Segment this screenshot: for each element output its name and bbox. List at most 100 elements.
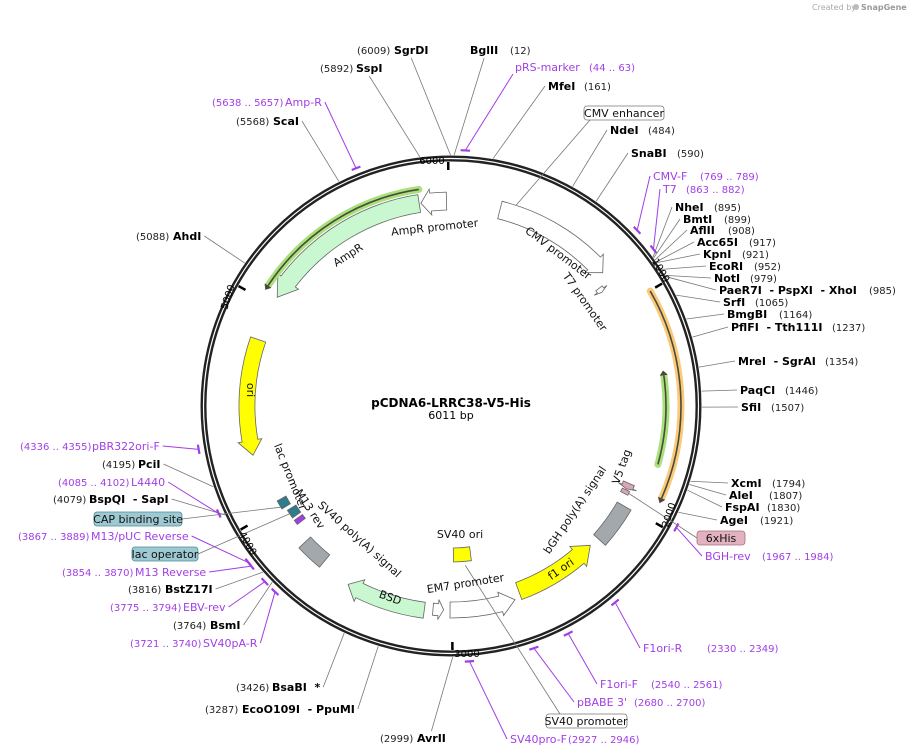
plasmid-name: pCDNA6-LRRC38-V5-His xyxy=(371,396,531,410)
primer-name[interactable]: pBABE 3' xyxy=(577,696,627,709)
f1-ori-arrow[interactable] xyxy=(515,544,591,601)
primer-name[interactable]: M13/pUC Reverse xyxy=(91,530,189,543)
primer-name[interactable]: L4440 xyxy=(131,476,165,489)
primer-range: (4336 .. 4355) xyxy=(20,442,92,453)
enzyme-site-name[interactable]: BstZ17I xyxy=(165,583,213,596)
enzyme-site-name[interactable]: PaeR7I - PspXI - XhoI xyxy=(719,284,857,297)
enzyme-site-name[interactable]: AleI xyxy=(729,489,753,502)
primer-binding-mark[interactable] xyxy=(460,149,471,152)
enzyme-site-name[interactable]: BmgBI xyxy=(727,308,767,321)
enzyme-site-name[interactable]: SspI xyxy=(356,62,382,75)
primer-name[interactable]: Amp-R xyxy=(285,96,322,109)
primer-name[interactable]: M13 Reverse xyxy=(135,566,206,579)
enzyme-site-name[interactable]: SfiI xyxy=(741,401,761,414)
m13-rev-shape[interactable] xyxy=(293,513,306,525)
enzyme-site-name[interactable]: BmtI xyxy=(683,213,712,226)
enzyme-site-name[interactable]: ScaI xyxy=(273,115,299,128)
enzyme-site-name[interactable]: AflII xyxy=(690,224,715,237)
lac-operator-shape[interactable] xyxy=(286,504,302,519)
t7-promoter-arrow[interactable] xyxy=(593,285,608,296)
primer-name[interactable]: SV40pro-F xyxy=(510,733,567,746)
small-promoter-arrow[interactable] xyxy=(432,599,445,620)
primer-name[interactable]: BGH-rev xyxy=(705,550,751,563)
primer-binding-mark[interactable] xyxy=(649,244,658,254)
enzyme-site-position: (590) xyxy=(677,149,704,160)
enzyme-site-name[interactable]: FspAI xyxy=(725,501,760,514)
enzyme-site-name[interactable]: EcoRI xyxy=(709,260,743,273)
enzyme-site-name[interactable]: AvrII xyxy=(417,732,446,745)
primer-name[interactable]: EBV-rev xyxy=(183,601,226,614)
primer-range: (769 .. 789) xyxy=(700,172,759,183)
enzyme-site-position: (4195) xyxy=(102,460,135,471)
primer-binding-mark[interactable] xyxy=(196,444,201,455)
ampr-orf-arc[interactable] xyxy=(264,185,423,290)
bgh-polya-shape[interactable] xyxy=(593,501,632,546)
his6-text: 6xHis xyxy=(706,532,737,545)
enzyme-site-name[interactable]: NdeI xyxy=(610,124,639,137)
primer-binding-mark[interactable] xyxy=(351,165,361,172)
enzyme-site-name[interactable]: MreI - SgrAI xyxy=(738,355,816,368)
primer-name[interactable]: pRS-marker xyxy=(515,61,580,74)
primer-binding-mark[interactable] xyxy=(633,226,642,235)
primer-binding-mark[interactable] xyxy=(247,562,255,571)
enzyme-site-name[interactable]: NheI xyxy=(675,201,704,214)
enzyme-site-name[interactable]: PciI xyxy=(138,458,160,471)
primer-binding-mark[interactable] xyxy=(528,645,539,651)
primer-binding-mark[interactable] xyxy=(464,659,475,663)
leader-line xyxy=(464,565,561,715)
enzyme-site-name[interactable]: PflFI - Tth111I xyxy=(731,321,823,334)
sv40-polya-shape[interactable] xyxy=(298,536,331,568)
primer-binding-mark[interactable] xyxy=(610,598,620,607)
sv40-ori-shape[interactable] xyxy=(452,546,472,563)
primer-name[interactable]: SV40pA-R xyxy=(203,637,258,650)
lrrc38-cds-arc[interactable] xyxy=(646,287,685,504)
leader-line xyxy=(654,229,688,261)
leader-line xyxy=(656,253,701,263)
primer-name[interactable]: CMV-F xyxy=(653,170,687,183)
leader-line xyxy=(515,119,591,206)
v5-tag-shape[interactable] xyxy=(618,480,637,492)
feature-label-6xhis: 6xHis xyxy=(696,530,746,546)
cmv-promoter-arrow[interactable] xyxy=(497,200,604,274)
primer-name[interactable]: F1ori-R xyxy=(643,642,683,655)
primer-binding-mark[interactable] xyxy=(260,577,269,586)
leader-line xyxy=(431,656,454,732)
primer-binding-mark[interactable] xyxy=(270,587,280,596)
enzyme-site-position: (1794) xyxy=(772,479,805,490)
enzyme-site-position: (4079) xyxy=(53,495,86,506)
enzyme-site-name[interactable]: BglII xyxy=(470,44,498,57)
enzyme-site-name[interactable]: BspQI - SapI xyxy=(89,493,169,506)
enzyme-site-name[interactable]: SrfI xyxy=(723,296,745,309)
enzyme-site-name[interactable]: AhdI xyxy=(173,230,201,243)
his6-shape[interactable] xyxy=(620,487,631,496)
em7-promoter-arrow[interactable] xyxy=(449,591,516,619)
enzyme-site-name[interactable]: EcoO109I - PpuMI xyxy=(242,703,355,716)
primer-binding-mark[interactable] xyxy=(563,630,574,637)
enzyme-site-name[interactable]: SnaBI xyxy=(631,147,667,160)
enzyme-site-position: (3287) xyxy=(205,705,238,716)
enzyme-site-name[interactable]: SgrDI xyxy=(394,44,428,57)
leader-line xyxy=(689,484,727,496)
enzyme-site-name[interactable]: AgeI xyxy=(720,514,748,527)
primer-name[interactable]: T7 xyxy=(662,183,677,196)
ori-arrow[interactable] xyxy=(237,336,267,456)
primer-name[interactable]: pBR322ori-F xyxy=(92,440,160,453)
enzyme-site-name[interactable]: BsaBI * xyxy=(272,681,320,694)
bsd-arrow[interactable] xyxy=(347,579,426,619)
primer-binding-mark[interactable] xyxy=(215,509,222,518)
primer-binding-mark[interactable] xyxy=(673,522,680,532)
primer-range: (2927 .. 2946) xyxy=(568,735,640,746)
enzyme-site-name[interactable]: BsmI xyxy=(210,619,241,632)
ampr-arrow[interactable] xyxy=(276,194,422,298)
orf-arc[interactable] xyxy=(654,370,670,468)
enzyme-site-name[interactable]: XcmI xyxy=(731,477,762,490)
feature-label-cmv-enhancer: CMV enhancer xyxy=(583,105,664,121)
enzyme-site-name[interactable]: KpnI xyxy=(703,248,731,261)
primer-name[interactable]: F1ori-F xyxy=(600,678,638,691)
enzyme-site-name[interactable]: NotI xyxy=(714,272,740,285)
enzyme-site-name[interactable]: MfeI xyxy=(548,80,575,93)
enzyme-site-name[interactable]: PaqCI xyxy=(740,384,775,397)
enzyme-site-name[interactable]: Acc65I xyxy=(697,236,738,249)
ampr-promoter-arrow[interactable] xyxy=(420,187,448,217)
lac-promoter-shape[interactable] xyxy=(276,495,291,510)
